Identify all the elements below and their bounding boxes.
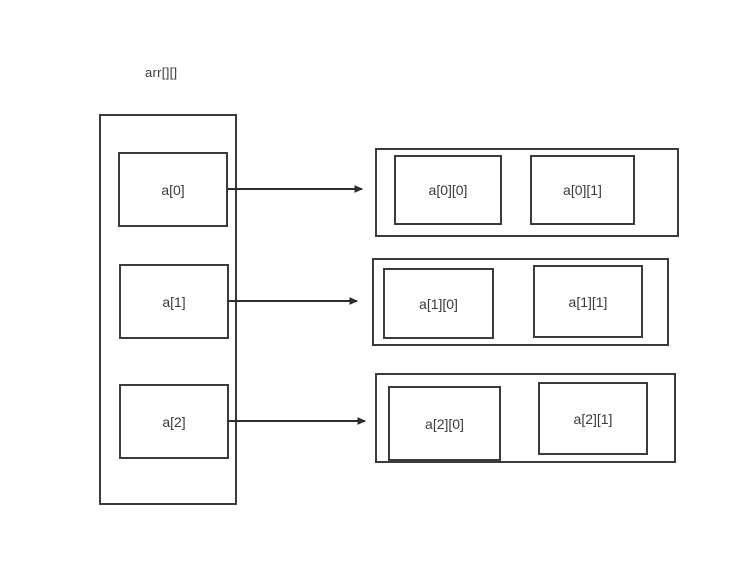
element-cell-a0-1-label: a[0][1] [563,182,602,198]
element-cell-a0-0: a[0][0] [394,155,502,225]
pointer-cell-a2-label: a[2] [162,413,186,430]
element-cell-a1-1: a[1][1] [533,265,643,338]
pointer-cell-a1: a[1] [119,264,229,339]
pointer-cell-a1-label: a[1] [162,293,186,310]
pointer-cell-a0: a[0] [118,152,228,227]
element-cell-a0-0-label: a[0][0] [428,182,468,198]
pointer-cell-a2: a[2] [119,384,229,459]
pointer-cell-a0-label: a[0] [161,181,185,198]
element-cell-a0-1: a[0][1] [530,155,635,225]
element-cell-a2-1-label: a[2][1] [573,410,613,427]
element-cell-a2-0-label: a[2][0] [425,415,464,432]
element-cell-a1-0: a[1][0] [383,268,494,339]
element-cell-a1-1-label: a[1][1] [568,293,608,310]
array-title-label: arr[][] [145,65,178,80]
element-cell-a2-1: a[2][1] [538,382,648,455]
element-cell-a1-0-label: a[1][0] [419,295,458,312]
element-cell-a2-0: a[2][0] [388,386,501,461]
